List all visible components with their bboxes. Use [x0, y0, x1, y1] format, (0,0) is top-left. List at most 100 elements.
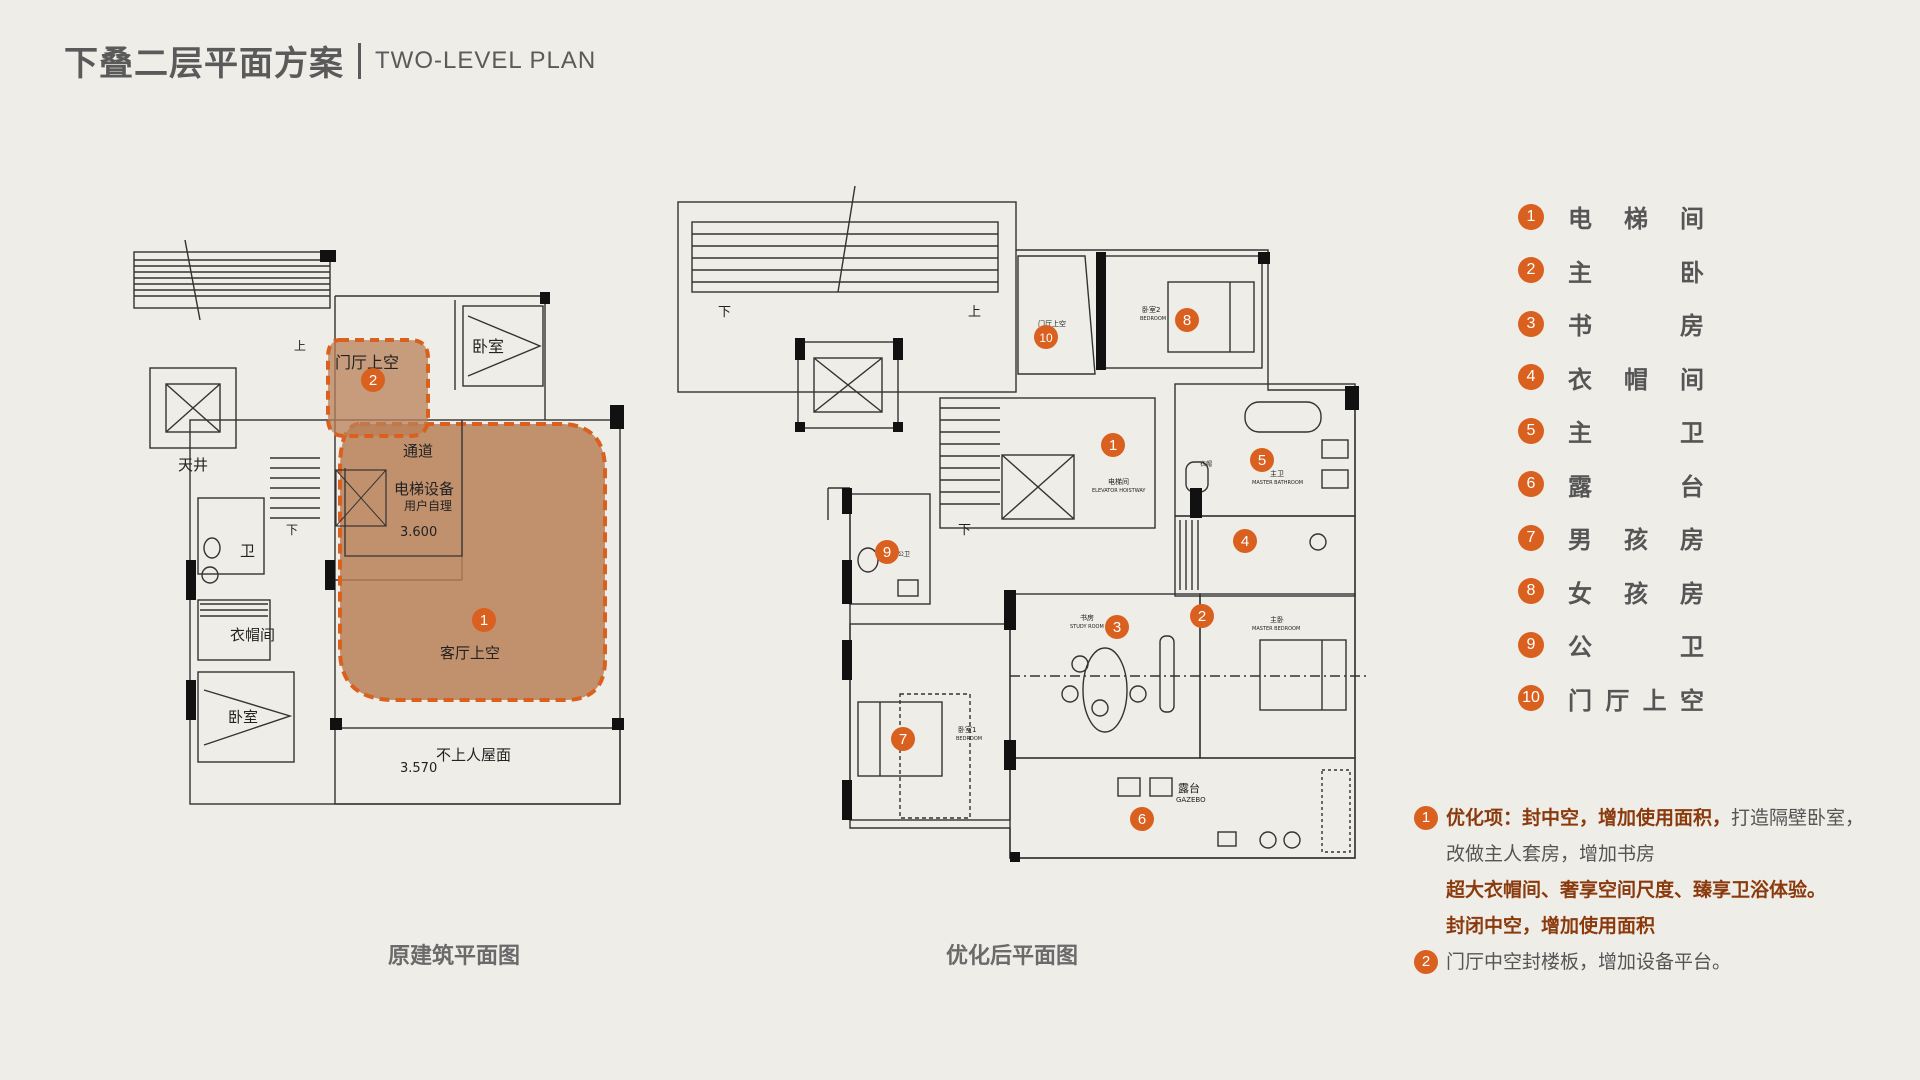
svg-text:5: 5 — [1258, 452, 1266, 469]
legend-number: 7 — [1518, 524, 1544, 551]
right-label-master-bed-en: MASTER BEDROOM — [1252, 626, 1300, 632]
legend-item-elevator: 1 电梯间 — [1518, 190, 1704, 244]
right-label-master-bed-cn: 主卧 — [1270, 615, 1284, 624]
right-label-void-cn: 门厅上空 — [1038, 319, 1066, 328]
left-label-up: 上 — [294, 339, 306, 353]
svg-text:3: 3 — [1113, 619, 1121, 636]
legend-item-terrace: 6 露台 — [1518, 458, 1704, 512]
note-1-line-4: 封闭中空，增加使用面积 — [1446, 915, 1656, 937]
right-label-study-en: STUDY ROOM — [1070, 624, 1104, 630]
right-label-study-cn: 书房 — [1080, 613, 1094, 622]
left-label-elevator-equip: 电梯设备 — [394, 480, 454, 498]
legend-label: 主卧 — [1568, 258, 1704, 287]
right-marker-3: 3 — [1105, 615, 1129, 639]
legend-item-entry-void: 10 门厅上空 — [1518, 672, 1704, 726]
right-label-girl-cn: 卧室2 — [1142, 305, 1160, 314]
legend-item-powder-room: 9 公卫 — [1518, 618, 1704, 672]
right-label-down: 下 — [718, 305, 731, 320]
legend-label: 书房 — [1568, 312, 1704, 341]
legend-number: 6 — [1518, 471, 1544, 498]
legend-number: 5 — [1518, 417, 1544, 444]
right-marker-7: 7 — [891, 727, 915, 751]
title-english: TWO-LEVEL PLAN — [375, 46, 597, 74]
right-label-powder: 公卫 — [898, 551, 910, 558]
right-label-boy-cn: 卧室1 — [958, 725, 976, 734]
right-label-gazebo-cn: 露台 — [1178, 781, 1200, 795]
right-label-boy-en: BEDROOM — [956, 736, 982, 742]
left-marker-2: 2 — [361, 368, 385, 392]
right-label-elevator-en: ELEVATOR HOISTWAY — [1092, 488, 1146, 494]
left-label-bath: 卫 — [240, 542, 255, 560]
right-label-elevator-cn: 电梯间 — [1108, 477, 1129, 486]
svg-text:4: 4 — [1241, 533, 1249, 550]
left-label-level-3600: 3.600 — [400, 525, 437, 540]
note-1-line-2: 改做主人套房，增加书房 — [1446, 843, 1656, 865]
note-1-line-3: 超大衣帽间、奢享空间尺度、臻享卫浴体验。 — [1446, 879, 1827, 901]
legend-item-study: 3 书房 — [1518, 297, 1704, 351]
legend-label: 露台 — [1568, 472, 1704, 501]
left-label-closet: 衣帽间 — [230, 626, 275, 644]
legend-item-master-bath: 5 主卫 — [1518, 404, 1704, 458]
legend-number: 8 — [1518, 578, 1544, 605]
legend-item-girl-room: 8 女孩房 — [1518, 565, 1704, 619]
legend-item-master-bedroom: 2 主卧 — [1518, 244, 1704, 298]
svg-text:6: 6 — [1138, 811, 1146, 828]
note-2: 2 门厅中空封楼板，增加设备平台。 — [1414, 944, 1894, 980]
left-label-roof: 不上人屋面 — [436, 746, 511, 764]
room-legend: 1 电梯间 2 主卧 3 书房 4 衣帽间 5 主卫 6 露台 7 — [1518, 190, 1704, 725]
legend-number: 2 — [1518, 257, 1544, 284]
legend-number: 4 — [1518, 364, 1544, 391]
right-marker-10: 10 — [1034, 325, 1058, 349]
legend-item-closet: 4 衣帽间 — [1518, 351, 1704, 405]
svg-text:1: 1 — [1109, 437, 1117, 454]
svg-text:2: 2 — [369, 372, 377, 389]
legend-label: 男孩房 — [1568, 526, 1704, 555]
left-label-bedroom-top: 卧室 — [472, 337, 504, 356]
right-label-master-bath-cn: 主卫 — [1270, 469, 1284, 478]
left-label-entry-void: 门厅上空 — [335, 353, 399, 372]
left-label-corridor: 通道 — [403, 442, 433, 460]
note-1-highlight: 优化项：封中空，增加使用面积， — [1446, 807, 1732, 829]
legend-number: 9 — [1518, 631, 1544, 658]
legend-label: 公卫 — [1568, 633, 1704, 662]
right-marker-4: 4 — [1233, 529, 1257, 553]
left-label-down: 下 — [286, 523, 298, 537]
right-marker-1: 1 — [1101, 433, 1125, 457]
left-plan-caption: 原建筑平面图 — [388, 944, 521, 969]
svg-text:9: 9 — [883, 544, 891, 561]
right-label-down-2: 下 — [958, 523, 971, 538]
right-marker-2: 2 — [1190, 604, 1214, 628]
right-label-master-bath-en: MASTER BATHROOM — [1252, 480, 1303, 486]
svg-text:2: 2 — [1198, 608, 1206, 625]
right-stair-top — [677, 201, 1017, 393]
legend-label: 门厅上空 — [1568, 686, 1704, 715]
note-number: 2 — [1414, 950, 1438, 974]
left-label-bedroom-bottom: 卧室 — [228, 708, 258, 726]
note-1: 1 优化项：封中空，增加使用面积，打造隔壁卧室， — [1414, 800, 1894, 836]
title-chinese: 下叠二层平面方案 — [64, 44, 344, 84]
svg-text:10: 10 — [1039, 331, 1053, 345]
left-label-level-3570: 3.570 — [400, 761, 437, 776]
right-marker-5: 5 — [1250, 448, 1274, 472]
optimization-notes: 1 优化项：封中空，增加使用面积，打造隔壁卧室， 改做主人套房，增加书房 超大衣… — [1414, 800, 1894, 980]
right-label-girl-en: BEDROOM — [1140, 316, 1166, 322]
right-label-closet-small: 衣帽 — [1200, 460, 1212, 468]
right-marker-9: 9 — [875, 540, 899, 564]
svg-text:1: 1 — [480, 612, 488, 629]
left-marker-1: 1 — [472, 608, 496, 632]
left-label-living-void: 客厅上空 — [440, 644, 500, 662]
left-stair-top — [133, 239, 331, 321]
note-2-text: 门厅中空封楼板，增加设备平台。 — [1446, 951, 1732, 973]
legend-label: 女孩房 — [1568, 579, 1704, 608]
legend-number: 10 — [1518, 685, 1544, 712]
note-1-text: 打造隔壁卧室， — [1731, 807, 1865, 829]
left-label-skywell: 天井 — [178, 456, 208, 474]
legend-number: 3 — [1518, 310, 1544, 337]
legend-label: 主卫 — [1568, 419, 1704, 448]
void-area-living — [335, 420, 607, 702]
title-divider — [358, 42, 361, 79]
svg-text:7: 7 — [899, 731, 907, 748]
left-label-user-self: 用户自理 — [404, 498, 452, 513]
legend-label: 衣帽间 — [1568, 365, 1704, 394]
right-marker-6: 6 — [1130, 807, 1154, 831]
